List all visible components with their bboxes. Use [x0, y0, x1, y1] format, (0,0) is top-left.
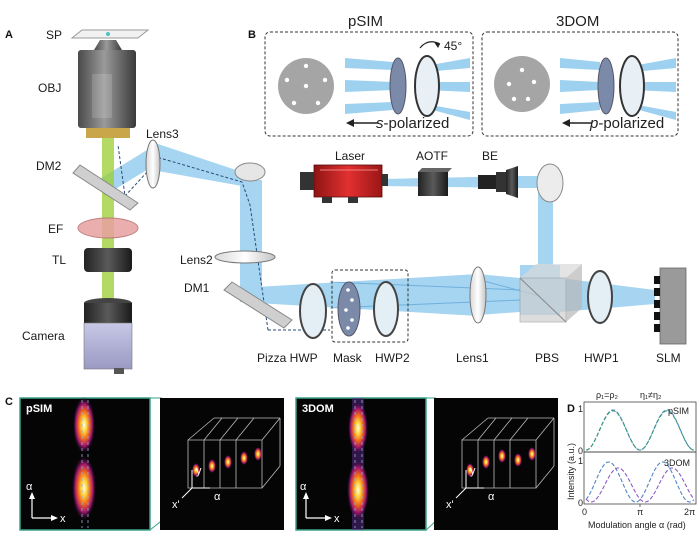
psim-axis-alpha: α [26, 481, 33, 493]
pbs-cube [519, 264, 582, 323]
dichroic-mirror-dm1 [223, 281, 293, 329]
dom-volume-axis-xp: x' [446, 499, 454, 511]
panel-d-header-left: ρ₁=ρ₂ [596, 390, 619, 400]
panel-d-ylabel: Intensity (a.u.) [566, 443, 576, 500]
mask-box [331, 269, 409, 343]
lens2 [214, 250, 276, 264]
psim-image: pSIM α x [19, 397, 151, 531]
fold-mirror-right [536, 163, 564, 203]
dom-axis-alpha: α [300, 481, 307, 493]
label-aotf: AOTF [416, 149, 448, 163]
psim-volume-axis-xp: x' [172, 499, 180, 511]
dom-image: 3DOM α x [295, 397, 427, 531]
x-tick-pi: π [637, 507, 643, 517]
label-hwp1: HWP1 [584, 351, 619, 365]
psim-image-label: pSIM [26, 403, 52, 415]
rotation-arrow [419, 41, 441, 49]
y-tick-0-bottom: 0 [578, 498, 583, 508]
dom-volume-axis-alpha: α [488, 491, 495, 503]
label-ef: EF [48, 222, 63, 236]
dom-tag: 3DOM [664, 458, 690, 468]
psim-volume: y x' α [160, 398, 284, 530]
psim-volume-axis-alpha: α [214, 491, 221, 503]
panel-c-label: C [5, 396, 13, 408]
x-tick-0: 0 [582, 507, 587, 517]
label-pizza-hwp: Pizza HWP [257, 351, 318, 365]
psim-curve-b [585, 410, 695, 451]
panel-b-3dom-title: 3DOM [556, 13, 599, 30]
label-tl: TL [52, 253, 66, 267]
lens1 [469, 266, 487, 324]
panel-b-psim: pSIM 45° s-polarized [264, 13, 474, 137]
dom-image-label: 3DOM [302, 403, 334, 415]
pizza-hwp [299, 283, 327, 339]
psim-tag: pSIM [668, 406, 689, 416]
psim-curve-a [585, 409, 695, 451]
label-lens1: Lens1 [456, 351, 489, 365]
camera [83, 298, 133, 374]
label-slm: SLM [656, 351, 681, 365]
panel-b-label: B [248, 29, 256, 41]
y-tick-1-bottom: 1 [578, 456, 583, 466]
dom-pol-label: p-polarized [589, 115, 664, 132]
panel-d-label: D [567, 403, 575, 415]
fold-mirror-top [234, 162, 266, 182]
panel-d-xlabel: Modulation angle α (rad) [588, 520, 686, 530]
psim-pizza-hwp [414, 55, 440, 117]
label-lens3: Lens3 [146, 127, 179, 141]
laser [300, 164, 388, 203]
objective-lens [78, 40, 136, 138]
label-dm1: DM1 [184, 281, 210, 295]
panel-d-plot: pSIM 3DOM 1 0 1 0 0 π 2π Modulation angl… [566, 401, 697, 530]
panel-d-header-right: η₁≠η₂ [640, 390, 662, 400]
aotf [418, 168, 452, 196]
psim-volume-axis-y: y [196, 465, 202, 477]
mask [337, 281, 361, 337]
label-lens2: Lens2 [180, 253, 213, 267]
dom-volume: y x' α [434, 398, 558, 530]
label-laser: Laser [335, 149, 365, 163]
psim-mask-element [389, 57, 407, 115]
psim-pol-label: s-polarized [376, 115, 449, 132]
dom-curve-a [585, 461, 695, 503]
specimen-point [106, 32, 110, 36]
label-hwp2: HWP2 [375, 351, 410, 365]
y-tick-0-top: 0 [578, 446, 583, 456]
label-obj: OBJ [38, 81, 61, 95]
hwp2 [373, 281, 399, 337]
emission-filter [77, 217, 139, 239]
dom-mask-disk [494, 56, 550, 112]
y-tick-1-top: 1 [578, 404, 583, 414]
label-be: BE [482, 149, 498, 163]
dom-pizza-hwp [619, 55, 645, 117]
rotation-angle-label: 45° [444, 39, 462, 53]
psim-axis-x: x [60, 513, 66, 525]
x-tick-2pi: 2π [684, 507, 695, 517]
panel-b-psim-title: pSIM [348, 13, 383, 30]
lens3 [145, 139, 161, 189]
label-mask: Mask [333, 351, 363, 365]
tube-lens [84, 248, 132, 272]
dom-curve-b [585, 467, 695, 503]
slm [654, 267, 687, 345]
label-sp: SP [46, 28, 62, 42]
label-camera: Camera [22, 329, 65, 343]
label-pbs: PBS [535, 351, 559, 365]
label-dm2: DM2 [36, 159, 62, 173]
beam-expander [478, 166, 518, 198]
dichroic-mirror-dm2 [72, 164, 139, 211]
dom-volume-axis-y: y [470, 465, 476, 477]
panel-b-3dom: 3DOM p-polarized [481, 13, 679, 137]
hwp1 [587, 270, 613, 324]
panel-a-label: A [5, 29, 13, 41]
dom-mask-element [597, 57, 615, 115]
dom-axis-x: x [334, 513, 340, 525]
